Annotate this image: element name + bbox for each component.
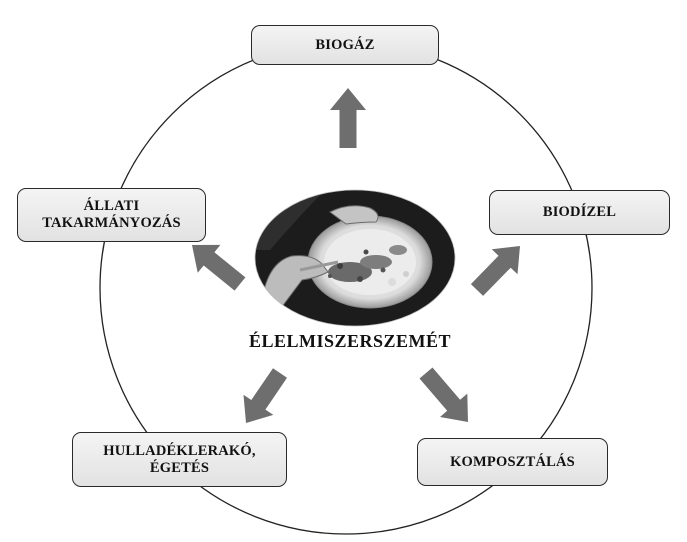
node-hulladek-label: HULLADÉKLERAKÓ, ÉGETÉS — [103, 442, 256, 476]
arrow-to-allati — [192, 244, 246, 291]
node-allati-takarmanyozas: ÁLLATI TAKARMÁNYOZÁS — [17, 188, 206, 242]
food-scraps — [328, 245, 409, 286]
node-biogaz-label: BIOGÁZ — [315, 36, 375, 53]
fork — [299, 260, 339, 272]
hand-right — [329, 205, 379, 225]
center-label: ÉLELMISZERSZEMÉT — [248, 331, 452, 351]
node-komposztalas: KOMPOSZTÁLÁS — [417, 438, 608, 486]
node-biogaz: BIOGÁZ — [251, 25, 439, 65]
arrow-to-hulladek — [243, 368, 287, 423]
node-hulladeklerako-egetes: HULLADÉKLERAKÓ, ÉGETÉS — [72, 432, 287, 487]
photo-frame — [254, 189, 456, 327]
arrow-to-biogaz — [330, 88, 366, 148]
arrows-group — [192, 88, 520, 423]
node-biodizel: BIODÍZEL — [489, 190, 670, 235]
node-biodizel-label: BIODÍZEL — [542, 204, 617, 220]
arrow-to-komposztalas — [419, 367, 468, 422]
hand-left — [261, 255, 329, 313]
food-waste-photo — [255, 190, 455, 326]
node-allati-label: ÁLLATI TAKARMÁNYOZÁS — [42, 198, 181, 231]
arrow-to-biodizel — [470, 246, 520, 296]
node-komposztalas-label: KOMPOSZTÁLÁS — [450, 453, 575, 470]
